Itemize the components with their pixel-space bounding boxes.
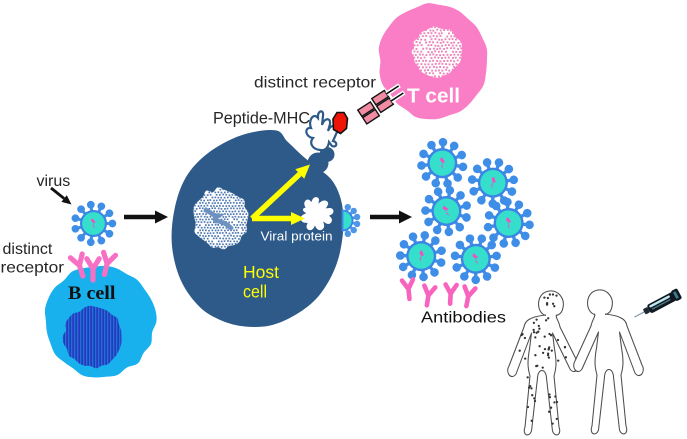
svg-text:B cell: B cell [68, 283, 116, 304]
svg-text:distinct: distinct [3, 241, 53, 258]
svg-text:Viral protein: Viral protein [261, 229, 333, 244]
svg-text:cell: cell [243, 282, 267, 302]
svg-text:distinct receptor: distinct receptor [254, 75, 377, 92]
svg-text:receptor: receptor [1, 260, 65, 277]
svg-text:Antibodies: Antibodies [421, 310, 506, 327]
svg-text:Host: Host [243, 262, 279, 282]
svg-text:T cell: T cell [407, 86, 460, 108]
svg-text:Peptide-MHC: Peptide-MHC [213, 109, 310, 128]
svg-text:virus: virus [37, 173, 71, 190]
